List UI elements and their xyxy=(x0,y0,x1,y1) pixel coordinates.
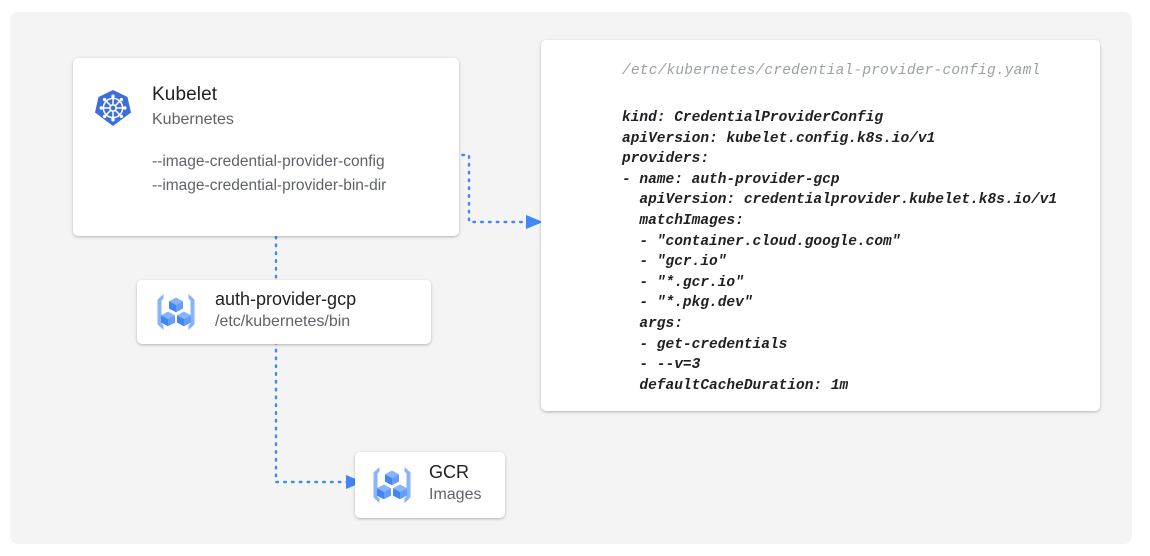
auth-provider-subtitle: /etc/kubernetes/bin xyxy=(215,313,351,330)
container-registry-icon xyxy=(369,463,415,507)
yaml-config-card[interactable]: /etc/kubernetes/credential-provider-conf… xyxy=(541,40,1100,411)
auth-provider-gcp-card[interactable]: auth-provider-gcp /etc/kubernetes/bin xyxy=(137,280,431,344)
kubelet-card[interactable]: Kubelet Kubernetes --image-credential-pr… xyxy=(73,58,459,236)
container-registry-icon xyxy=(153,290,199,334)
gcr-subtitle: Images xyxy=(429,486,482,503)
kubelet-subtitle: Kubernetes xyxy=(152,111,234,128)
diagram-canvas: Kubelet Kubernetes --image-credential-pr… xyxy=(10,12,1132,544)
gcr-title: GCR xyxy=(429,462,469,482)
kubelet-title: Kubelet xyxy=(152,84,218,105)
kubernetes-helm-icon xyxy=(93,88,133,128)
kubelet-flag-config: --image-credential-provider-config xyxy=(152,153,385,170)
auth-provider-title: auth-provider-gcp xyxy=(215,289,357,309)
yaml-file-path: /etc/kubernetes/credential-provider-conf… xyxy=(622,63,1041,79)
kubelet-flag-bin-dir: --image-credential-provider-bin-dir xyxy=(152,177,387,194)
connector-kubelet-to-yaml xyxy=(398,153,543,229)
gcr-card[interactable]: GCR Images xyxy=(355,452,505,518)
yaml-config-body: kind: CredentialProviderConfig apiVersio… xyxy=(622,110,1058,394)
kubelet-flags: --image-credential-provider-config --ima… xyxy=(152,150,386,198)
connector-auth-provider-to-gcr xyxy=(274,340,363,489)
